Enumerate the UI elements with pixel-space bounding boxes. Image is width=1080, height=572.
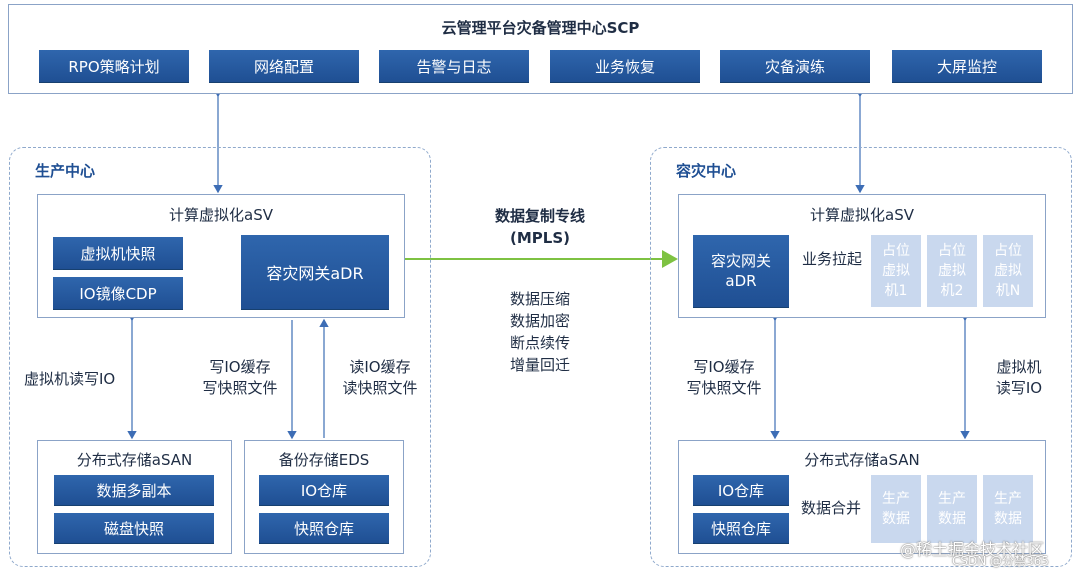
pull-up-label: 业务拉起 xyxy=(801,250,862,268)
prod-data-block-1: 生产 数据 xyxy=(871,475,921,543)
alarm-log-button[interactable]: 告警与日志 xyxy=(379,50,529,82)
scp-title: 云管理平台灾备管理中心SCP xyxy=(441,19,640,37)
business-recovery-button[interactable]: 业务恢复 xyxy=(550,50,700,82)
disk-snapshot-block: 磁盘快照 xyxy=(54,513,214,543)
placeholder-vm-2: 占位 虚拟 机2 xyxy=(927,235,977,307)
data-merge-label: 数据合并 xyxy=(800,499,861,517)
production-center-region xyxy=(9,147,431,567)
dr-center-region xyxy=(650,147,1072,567)
prod-asan-title: 分布式存储aSAN xyxy=(76,451,193,469)
dr-drill-button[interactable]: 灾备演练 xyxy=(720,50,870,82)
placeholder-vm-1: 占位 虚拟 机1 xyxy=(871,235,921,307)
production-center-title: 生产中心 xyxy=(35,162,96,180)
snapshot-warehouse-block: 快照仓库 xyxy=(259,513,389,543)
data-replicas-block: 数据多副本 xyxy=(54,475,214,505)
dr-vm-io-label: 虚拟机 读写IO xyxy=(995,358,1043,397)
prod-eds-box: 备份存储EDS IO仓库 快照仓库 xyxy=(244,440,404,554)
prod-asv-title: 计算虚拟化aSV xyxy=(169,206,273,224)
dr-center-title: 容灾中心 xyxy=(676,162,737,180)
dr-asv-box: 计算虚拟化aSV 容灾网关 aDR 业务拉起 占位 虚拟 机1 占位 虚拟 机2… xyxy=(678,194,1046,318)
rpo-policy-button[interactable]: RPO策略计划 xyxy=(39,50,189,82)
network-config-button[interactable]: 网络配置 xyxy=(209,50,359,82)
dr-asan-box: 分布式存储aSAN IO仓库 快照仓库 数据合并 生产 数据 生产 数据 生产 … xyxy=(678,440,1046,554)
io-warehouse-block: IO仓库 xyxy=(259,475,389,505)
dr-asan-title: 分布式存储aSAN xyxy=(804,451,920,469)
link-features: 数据压缩 数据加密 断点续传 增量回迁 xyxy=(509,290,570,374)
prod-data-block-2: 生产 数据 xyxy=(927,475,977,543)
scp-panel: 云管理平台灾备管理中心SCP RPO策略计划 网络配置 告警与日志 业务恢复 灾… xyxy=(8,4,1073,94)
prod-write-label: 写IO缓存 写快照文件 xyxy=(202,358,278,397)
placeholder-vm-n: 占位 虚拟 机N xyxy=(983,235,1033,307)
watermark-csdn: CSDN @分禁365 xyxy=(952,554,1049,568)
link-title: 数据复制专线 xyxy=(494,207,585,225)
dr-asv-title: 计算虚拟化aSV xyxy=(810,206,914,224)
prod-asan-box: 分布式存储aSAN 数据多副本 磁盘快照 xyxy=(37,440,232,554)
dr-snapshot-warehouse-block: 快照仓库 xyxy=(693,513,789,543)
prod-eds-title: 备份存储EDS xyxy=(278,451,370,469)
prod-data-block-3: 生产 数据 xyxy=(983,475,1033,543)
dr-gateway-block: 容灾网关 aDR xyxy=(693,235,789,307)
link-subtitle: (MPLS) xyxy=(510,229,570,247)
dashboard-monitor-button[interactable]: 大屏监控 xyxy=(892,50,1042,82)
prod-asv-box: 计算虚拟化aSV 虚拟机快照 IO镜像CDP 容灾网关aDR xyxy=(37,194,405,318)
vm-snapshot-block: 虚拟机快照 xyxy=(53,237,183,269)
prod-read-label: 读IO缓存 读快照文件 xyxy=(342,358,418,397)
watermark-juejin: @稀土掘金技术社区 xyxy=(900,540,1045,559)
io-mirror-cdp-block: IO镜像CDP xyxy=(53,277,183,309)
dr-write-label: 写IO缓存 写快照文件 xyxy=(686,358,762,397)
dr-io-warehouse-block: IO仓库 xyxy=(693,475,789,505)
prod-vm-io-label: 虚拟机读写IO xyxy=(24,370,116,388)
prod-dr-gateway-block: 容灾网关aDR xyxy=(241,235,389,309)
